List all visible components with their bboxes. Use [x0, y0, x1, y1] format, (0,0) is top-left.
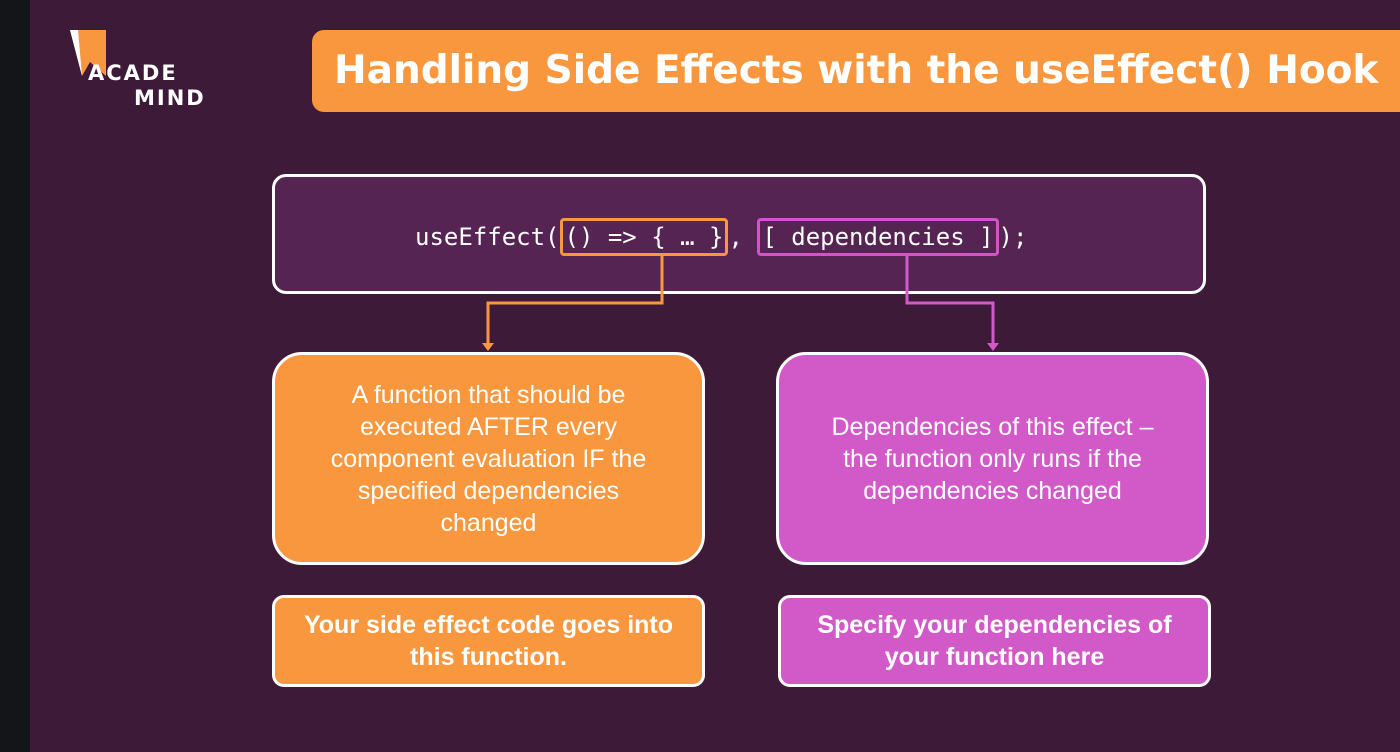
code-box: useEffect(() => { … }, [ dependencies ])… — [272, 174, 1206, 294]
function-description-box: A function that should be executed AFTER… — [272, 352, 705, 565]
title-banner: Handling Side Effects with the useEffect… — [312, 30, 1400, 112]
left-edge-strip — [0, 0, 30, 752]
logo-text-line1: ACADE — [88, 61, 178, 85]
slide-title: Handling Side Effects with the useEffect… — [334, 48, 1379, 93]
code-dependencies-part: [ dependencies ] — [757, 218, 999, 256]
dependencies-note-text: Specify your dependencies of your functi… — [817, 611, 1172, 671]
dependencies-description-box: Dependencies of this effect – the functi… — [776, 352, 1209, 565]
function-description-text: A function that should be executed AFTER… — [330, 380, 647, 537]
function-note-text: Your side effect code goes into this fun… — [303, 611, 674, 671]
code-separator: , — [728, 223, 758, 251]
function-arrowhead — [482, 343, 494, 351]
dependencies-description-text: Dependencies of this effect – the functi… — [831, 412, 1154, 505]
code-suffix: ); — [998, 223, 1028, 251]
code-function-part: () => { … } — [559, 218, 729, 256]
function-note-box: Your side effect code goes into this fun… — [272, 595, 705, 687]
deps-arrowhead — [987, 343, 999, 351]
logo-flag-icon — [70, 30, 106, 76]
dependencies-note-box: Specify your dependencies of your functi… — [778, 595, 1211, 687]
code-line: useEffect(() => { … }, [ dependencies ])… — [415, 177, 1027, 297]
academind-logo: ACADE MIND — [68, 28, 218, 118]
code-prefix: useEffect( — [415, 223, 560, 251]
logo-text-line2: MIND — [134, 86, 206, 110]
